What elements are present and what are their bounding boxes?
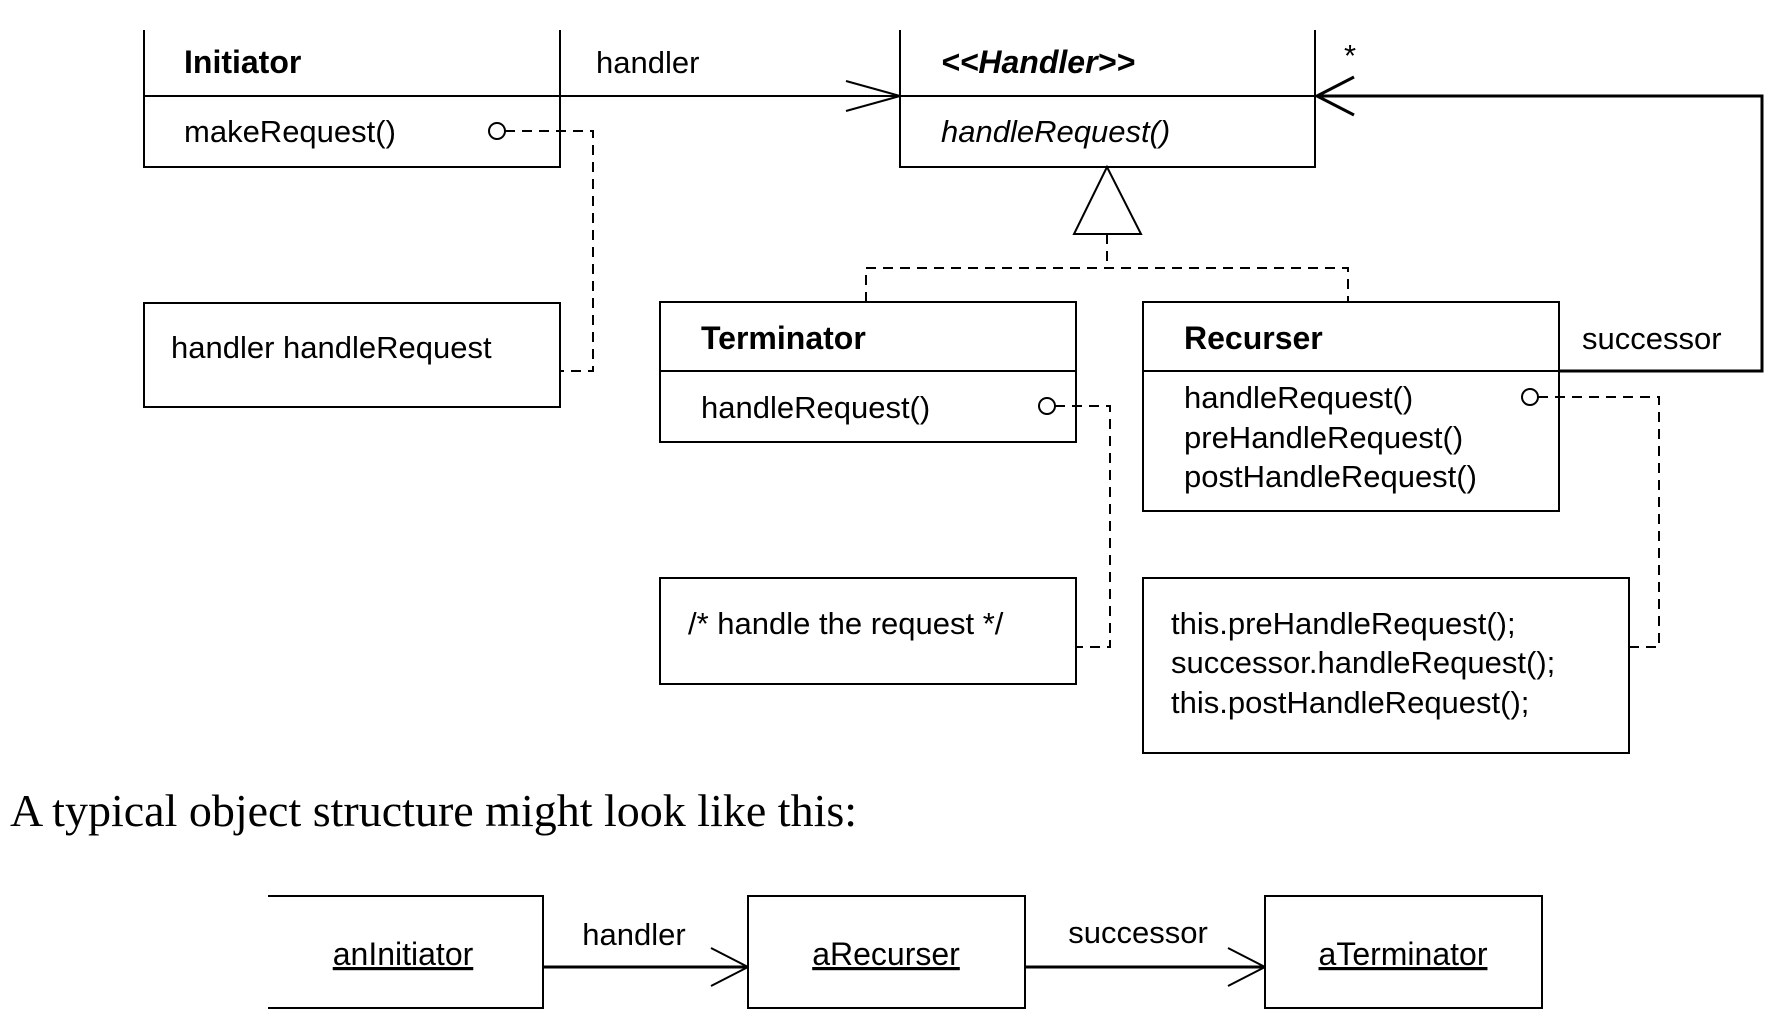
initiator-note-text: handler handleRequest	[171, 330, 492, 365]
successor-association: successor *	[1313, 38, 1764, 373]
successor-association-label: successor	[1582, 321, 1722, 356]
handler-association: handler	[560, 45, 904, 112]
realization-arrow	[865, 164, 1349, 302]
object-arecurser: aRecurser	[747, 895, 1026, 1009]
terminator-class: Terminator handleRequest()	[659, 301, 1077, 443]
recurser-class-name: Recurser	[1184, 320, 1323, 356]
handler-interface: <<Handler>> handleRequest()	[899, 30, 1316, 168]
object-name: aTerminator	[1319, 936, 1488, 972]
recurser-note-line: this.postHandleRequest();	[1171, 685, 1529, 720]
handler-association-label: handler	[596, 45, 699, 80]
handler-interface-name: <<Handler>>	[941, 44, 1135, 80]
recurser-operation: postHandleRequest()	[1184, 459, 1477, 494]
terminator-class-name: Terminator	[701, 320, 866, 356]
terminator-operation: handleRequest()	[701, 390, 930, 425]
recurser-note-line: this.preHandleRequest();	[1171, 606, 1516, 641]
object-link-label: handler	[582, 917, 685, 952]
object-link-label: successor	[1068, 915, 1208, 950]
terminator-note-text: /* handle the request */	[688, 606, 1004, 641]
object-name: aRecurser	[812, 936, 960, 972]
recurser-note-connector	[1521, 388, 1660, 648]
initiator-class: Initiator makeRequest()	[143, 30, 561, 168]
object-link-successor: successor	[1025, 915, 1268, 987]
recurser-operation: handleRequest()	[1184, 380, 1413, 415]
initiator-class-name: Initiator	[184, 44, 301, 80]
successor-multiplicity: *	[1344, 38, 1356, 73]
object-name: anInitiator	[333, 936, 474, 972]
object-aterminator: aTerminator	[1264, 895, 1543, 1009]
object-aninitiator: anInitiator	[268, 895, 544, 1009]
recurser-note-line: successor.handleRequest();	[1171, 645, 1555, 680]
terminator-note-connector	[1038, 397, 1111, 648]
object-link-handler: handler	[543, 917, 751, 987]
recurser-operation: preHandleRequest()	[1184, 420, 1463, 455]
terminator-note: /* handle the request */	[659, 577, 1077, 685]
recurser-note: this.preHandleRequest(); successor.handl…	[1142, 577, 1630, 754]
initiator-operation: makeRequest()	[184, 114, 396, 149]
handler-operation: handleRequest()	[941, 114, 1170, 149]
initiator-note-connector	[488, 122, 594, 372]
initiator-note: handler handleRequest	[143, 302, 561, 408]
object-structure-caption: A typical object structure might look li…	[10, 785, 857, 836]
recurser-class: Recurser handleRequest() preHandleReques…	[1142, 301, 1560, 512]
